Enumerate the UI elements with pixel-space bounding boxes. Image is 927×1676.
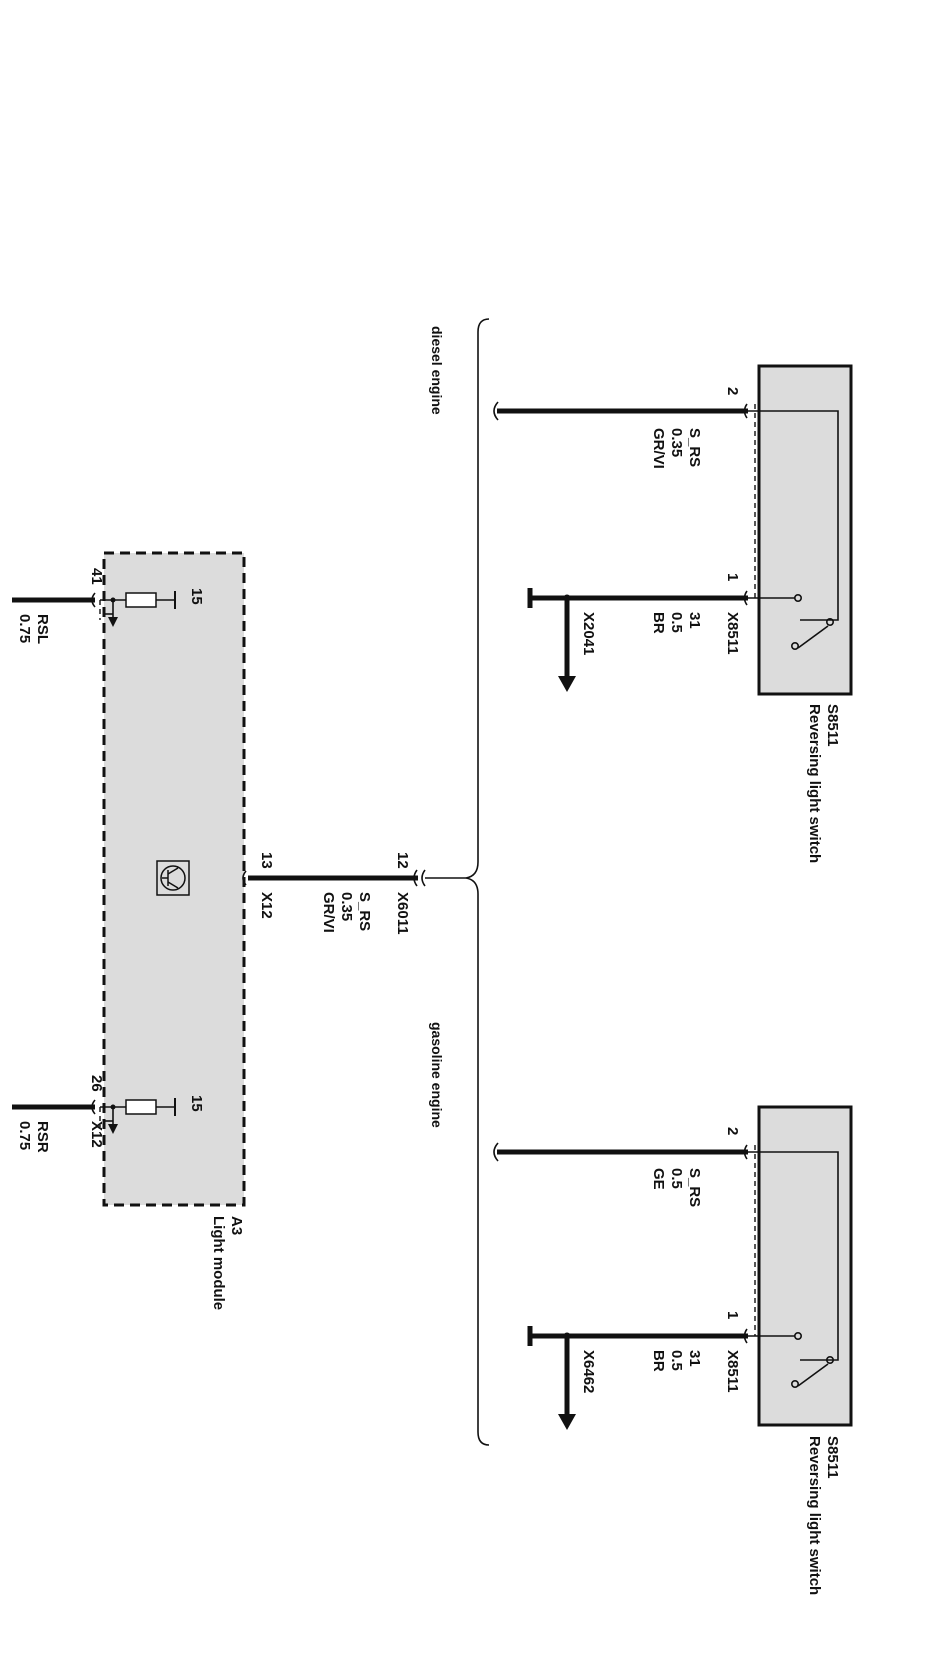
diesel-engine-label: diesel engine xyxy=(429,326,445,415)
output-rsl: 15 41 RSL 0.75 xyxy=(12,568,205,644)
reversing-light-switch-diesel: 2 1 S_RS 0.35 GR/VI 31 0.5 BR X8511 X204… xyxy=(493,364,853,863)
pin-1-label: 1 xyxy=(724,573,741,581)
wire-color: BR xyxy=(650,1350,667,1372)
connector-label: X8511 xyxy=(724,1350,741,1393)
fuse-15-label: 15 xyxy=(188,1095,205,1112)
connector-label: X8511 xyxy=(724,612,741,655)
transistor-icon xyxy=(156,860,190,896)
ground-label: X2041 xyxy=(580,612,597,655)
wire-color: BR xyxy=(650,612,667,634)
component-name: Reversing light switch xyxy=(806,704,823,863)
component-name: Reversing light switch xyxy=(806,1436,823,1595)
junction-x6011: 12 X6011 S_RS 0.35 GR/VI xyxy=(248,852,466,935)
connector-x6011-label: X6011 xyxy=(394,892,411,935)
gasoline-engine-label: gasoline engine xyxy=(429,1022,445,1128)
pin-2-label: 2 xyxy=(724,1127,741,1135)
component-id: S8511 xyxy=(824,704,841,747)
wire-name: 31 xyxy=(686,612,703,629)
diesel-engine-brace: diesel engine gasoline engine xyxy=(429,318,490,1446)
switch-body xyxy=(757,364,853,696)
light-module-a3: 13 X12 15 41 RSL 0.75 xyxy=(12,551,275,1310)
reversing-light-switch-gasoline: 2 1 S_RS 0.5 GE 31 0.5 BR X8511 X6462 S8… xyxy=(493,1105,853,1595)
ground-label: X6462 xyxy=(580,1350,597,1393)
wire-name: S_RS xyxy=(686,1168,703,1207)
wire-name: RSL xyxy=(34,614,51,644)
connector-x12-label: X12 xyxy=(88,1121,105,1148)
wire-name: 31 xyxy=(686,1350,703,1367)
wire-color: GR/VI xyxy=(320,892,337,933)
pin-13-label: 13 xyxy=(258,852,275,869)
wire-size: 0.5 xyxy=(668,612,685,633)
wire-name: S_RS xyxy=(686,428,703,467)
pin-26-label: 26 xyxy=(88,1075,105,1092)
wire-color: GE xyxy=(650,1168,667,1190)
output-rsr: 15 26 X12 RSR 0.75 xyxy=(12,1075,205,1153)
wire-name: RSR xyxy=(34,1121,51,1153)
wire-color: GR/VI xyxy=(650,428,667,469)
wire-size: 0.75 xyxy=(16,1121,33,1150)
pin-2-label: 2 xyxy=(724,387,741,395)
component-id: S8511 xyxy=(824,1436,841,1479)
connector-x12-label: X12 xyxy=(258,892,275,919)
wire-size: 0.35 xyxy=(668,428,685,457)
fuse-15-label: 15 xyxy=(188,588,205,605)
wire-size: 0.5 xyxy=(668,1350,685,1371)
pin-41-label: 41 xyxy=(88,568,105,585)
switch-body xyxy=(757,1105,853,1427)
component-id: A3 xyxy=(228,1216,245,1235)
component-name: Light module xyxy=(210,1216,227,1310)
wire-name: S_RS xyxy=(356,892,373,931)
wire-size: 0.75 xyxy=(16,614,33,643)
wire-size: 0.5 xyxy=(668,1168,685,1189)
wire-size: 0.35 xyxy=(338,892,355,921)
pin-1-label: 1 xyxy=(724,1311,741,1319)
pin-12-label: 12 xyxy=(394,852,411,869)
